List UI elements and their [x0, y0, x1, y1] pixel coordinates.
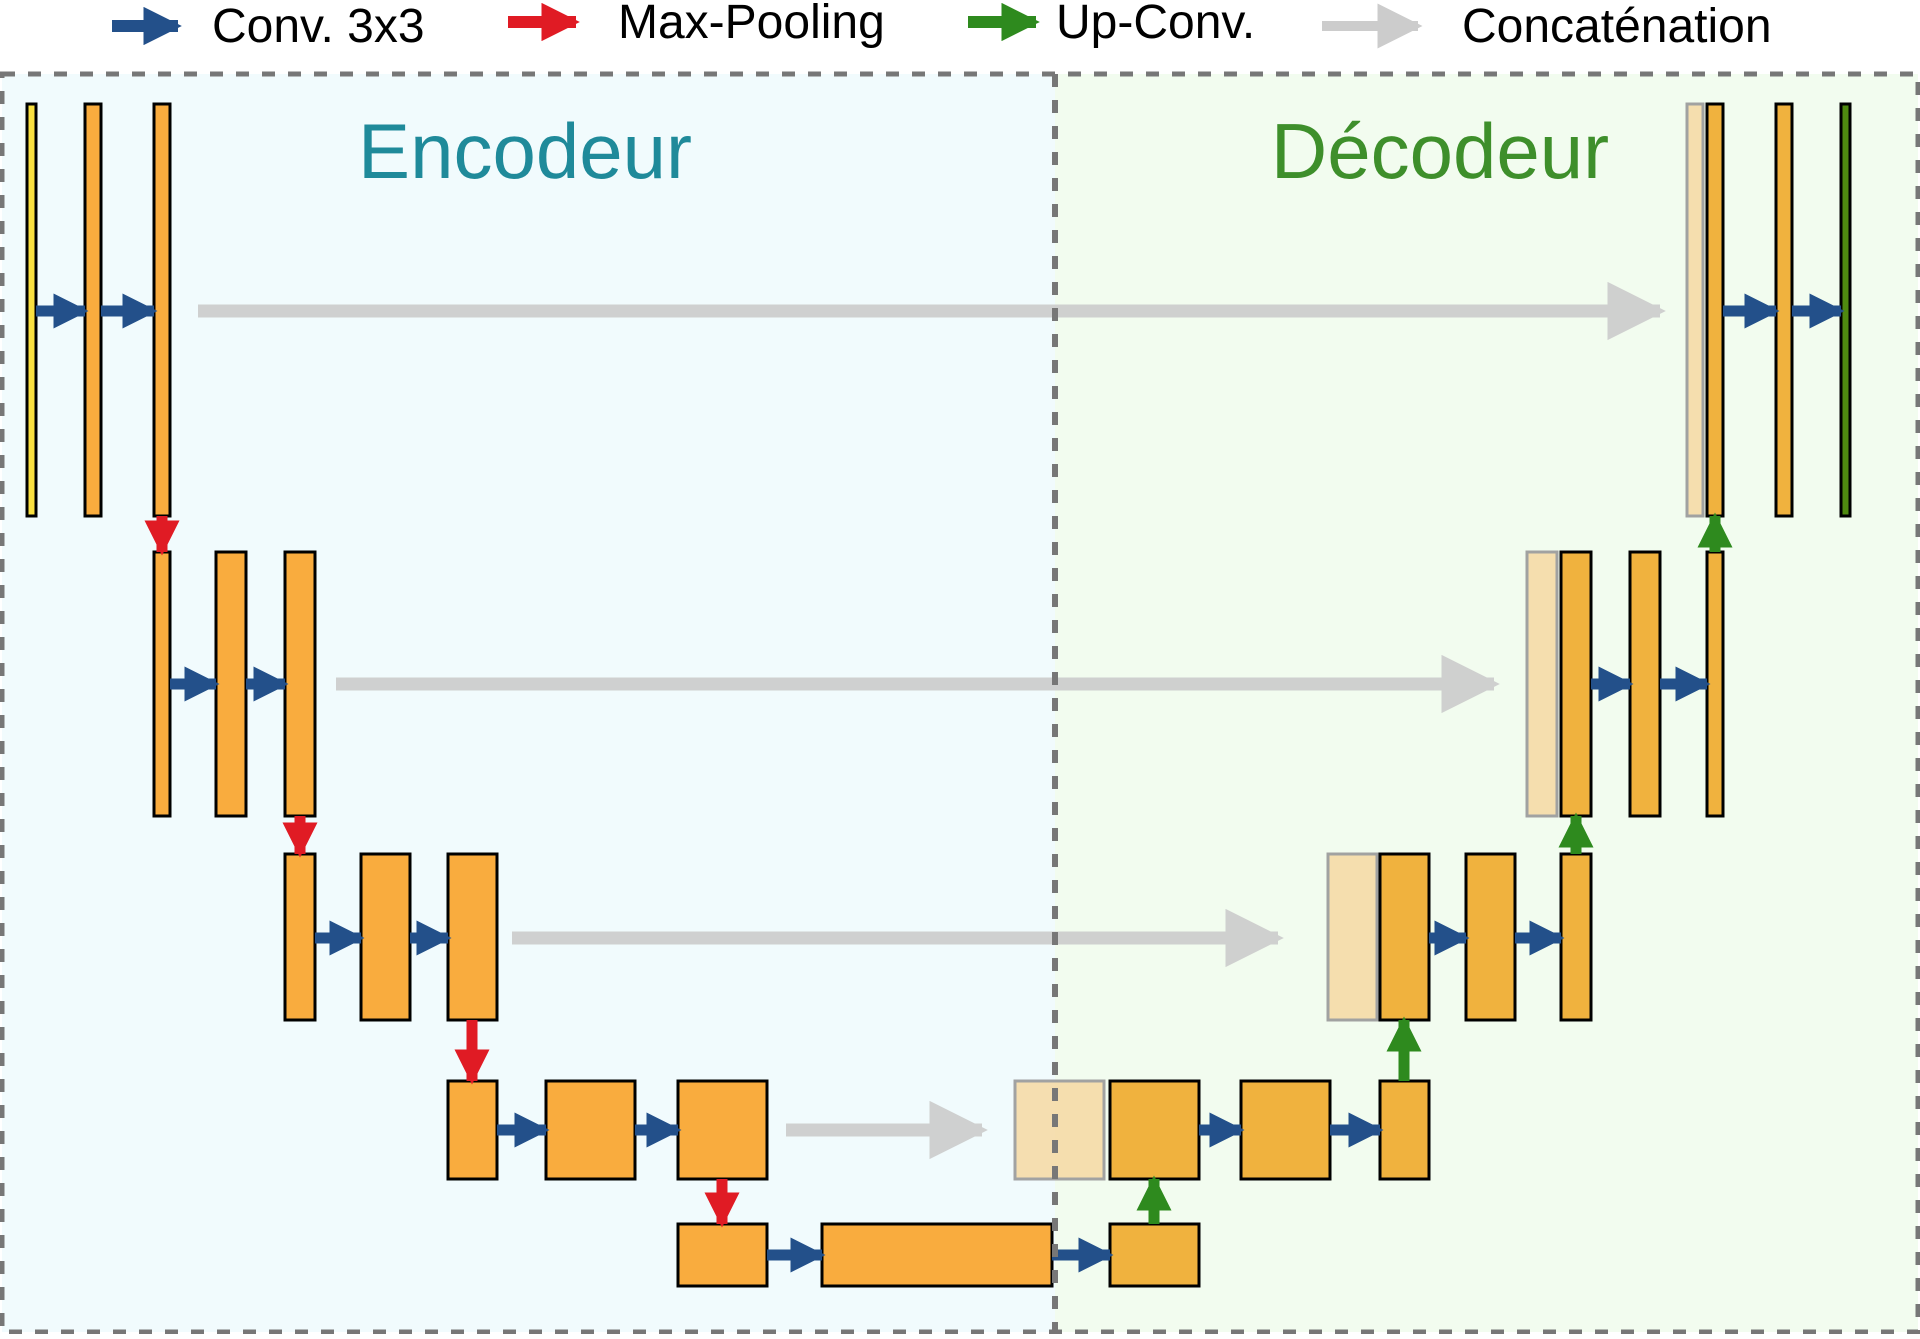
- bottleneck-map-a: [676, 1222, 769, 1288]
- legend: Conv. 3x3 Max-Pooling Up-Conv. Concaténa…: [112, 0, 1772, 53]
- legend-pool-label: Max-Pooling: [618, 0, 885, 49]
- dec4-map-b: [1239, 1079, 1332, 1181]
- legend-conv-label: Conv. 3x3: [212, 0, 425, 53]
- dec2-copied-map: [1525, 550, 1559, 818]
- decoder-title: Décodeur: [1271, 107, 1609, 195]
- enc1-map-a: [83, 102, 103, 518]
- enc3-map-a: [283, 852, 317, 1022]
- dec3-map-c: [1559, 852, 1593, 1022]
- dec2-map-c: [1705, 550, 1725, 818]
- dec1-map-b: [1774, 102, 1794, 518]
- enc1-map-b: [152, 102, 172, 518]
- enc2-map-c: [283, 550, 317, 818]
- conv-arrows: [36, 293, 1845, 1273]
- enc4-map-b: [544, 1079, 637, 1181]
- enc3-map-b: [359, 852, 412, 1022]
- dec1-copied-map: [1685, 102, 1705, 518]
- input-map: [25, 102, 38, 518]
- dec3-map-b: [1464, 852, 1517, 1022]
- dec4-copied-map: [1013, 1079, 1106, 1181]
- enc2-map-a: [152, 550, 172, 818]
- legend-concat-label: Concaténation: [1462, 0, 1772, 53]
- dec3-copied-map: [1326, 852, 1379, 1022]
- encoder-title: Encodeur: [358, 107, 692, 195]
- upconv-arrows: [1136, 512, 1733, 1224]
- dec4-map-a: [1108, 1079, 1201, 1181]
- legend-upconv-label: Up-Conv.: [1056, 0, 1255, 49]
- dec2-map-b: [1628, 550, 1662, 818]
- dec3-map-a: [1378, 852, 1431, 1022]
- dec1-map-a: [1705, 102, 1725, 518]
- dec2-map-a: [1559, 550, 1593, 818]
- enc4-map-a: [446, 1079, 499, 1181]
- enc4-map-c: [676, 1079, 769, 1181]
- pool-arrows: [144, 516, 740, 1228]
- concat-arrows: [198, 281, 1666, 1160]
- enc2-map-b: [214, 550, 248, 818]
- bottleneck-upconv-map: [1108, 1222, 1201, 1288]
- enc3-map-c: [446, 852, 499, 1022]
- bottleneck-map-b: [820, 1222, 1054, 1288]
- dec4-map-c: [1378, 1079, 1431, 1181]
- output-map: [1839, 102, 1852, 518]
